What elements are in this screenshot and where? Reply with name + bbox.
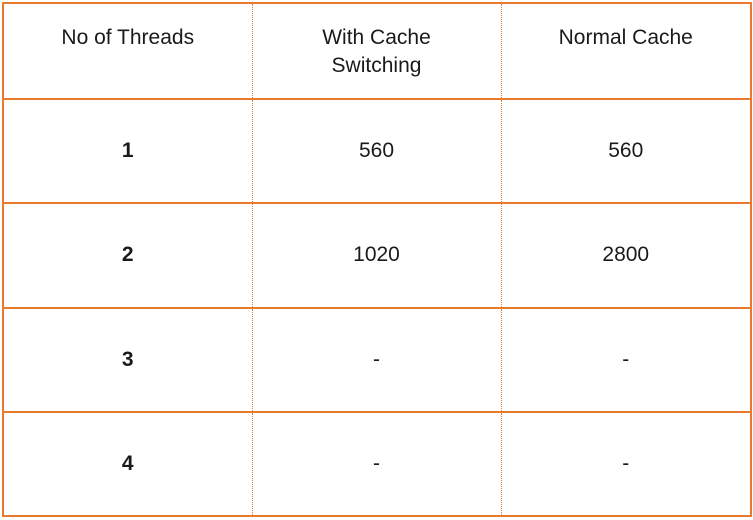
header-row: No of Threads With Cache Switching Norma…	[2, 2, 752, 100]
threads-cell: 1	[2, 97, 253, 205]
table-row: 4 - -	[2, 410, 752, 518]
with-cache-switching-cell: -	[251, 410, 502, 518]
header-with-cache-switching-line2: Switching	[331, 54, 422, 77]
normal-cache-cell: 560	[500, 97, 752, 205]
normal-cache-cell: 2800	[500, 202, 752, 309]
normal-cache-cell: -	[500, 410, 752, 518]
header-normal-cache: Normal Cache	[500, 2, 752, 100]
table-row: 3 - -	[2, 306, 752, 413]
header-no-of-threads-label: No of Threads	[61, 26, 195, 49]
table-row: 1 560 560	[2, 97, 752, 205]
with-cache-switching-cell: 560	[251, 97, 502, 205]
normal-cache-cell: -	[500, 306, 752, 413]
table-row: 2 1020 2800	[2, 202, 752, 309]
header-with-cache-switching: With Cache Switching	[251, 2, 502, 100]
header-normal-cache-label: Normal Cache	[558, 26, 693, 49]
with-cache-switching-cell: 1020	[251, 202, 502, 309]
with-cache-switching-cell: -	[251, 306, 502, 413]
threads-cell: 2	[2, 202, 253, 309]
threads-cell: 3	[2, 306, 253, 413]
threads-cell: 4	[2, 410, 253, 518]
header-with-cache-switching-line1: With Cache	[322, 26, 431, 49]
header-no-of-threads: No of Threads	[2, 2, 253, 100]
